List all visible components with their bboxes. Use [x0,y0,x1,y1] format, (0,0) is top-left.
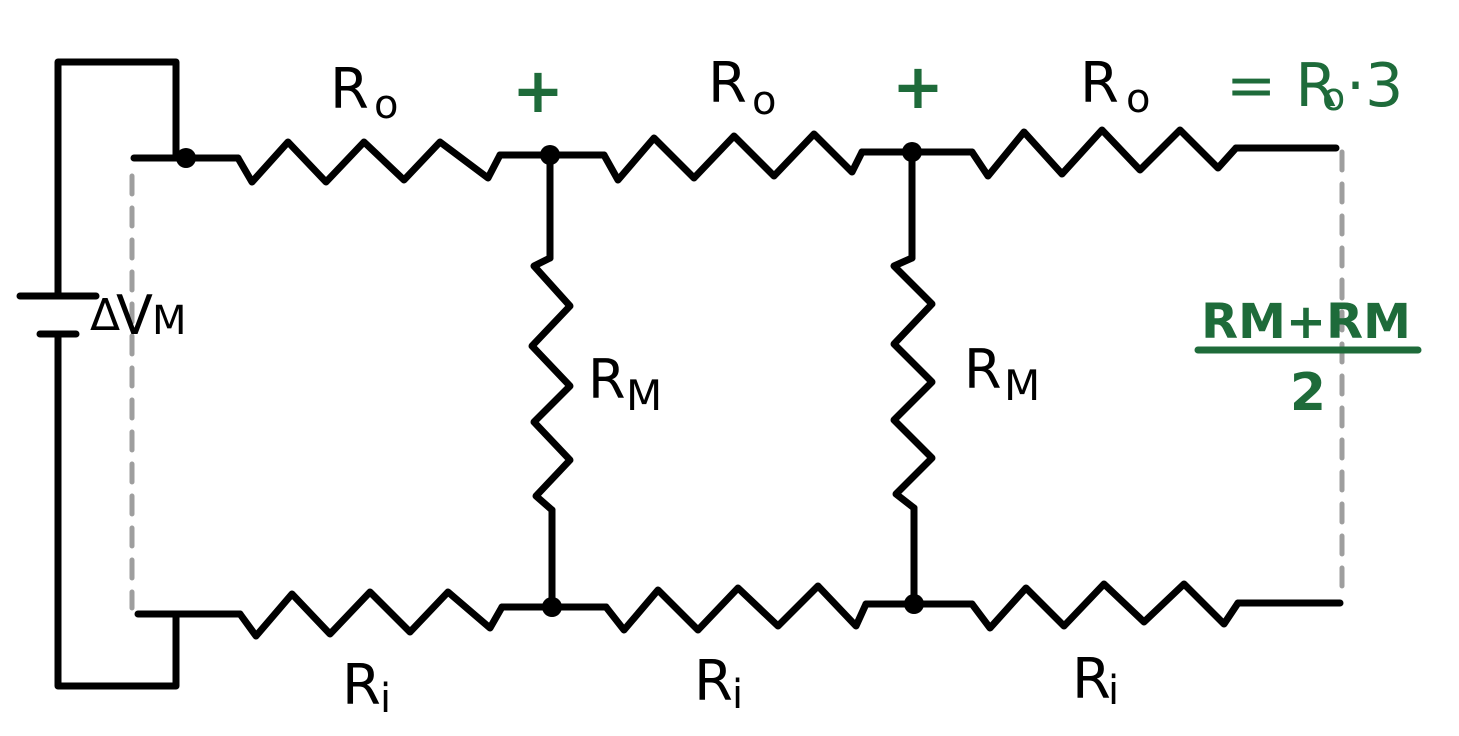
resistor-rm-2 [890,254,936,512]
svg-text:i: i [380,676,391,722]
label-ri-1: R i [342,653,391,722]
resistor-ri-3 [968,580,1242,632]
svg-text:R: R [694,649,733,714]
battery-label: Δ V M [90,284,187,347]
resistor-ro-1 [234,138,504,186]
svg-text:R: R [330,57,369,122]
label-ro-2: R o [708,51,776,124]
svg-text:R: R [708,51,747,116]
svg-text:o: o [374,82,398,128]
label-ro-1: R o [330,57,398,128]
svg-text:V: V [116,284,153,347]
node-top-left [176,148,196,168]
svg-text:R: R [588,348,626,411]
svg-text:M: M [152,298,187,344]
fraction-denominator: 2 [1290,363,1326,423]
svg-text:o: o [752,78,776,124]
svg-text:= R: = R [1226,51,1337,121]
node-top-2 [902,142,922,162]
resistor-rm-1 [528,254,574,514]
plus-annotation-2: + [892,50,944,123]
battery-loop [16,58,180,690]
label-ri-3: R i [1072,647,1119,714]
node-bottom-1 [542,597,562,617]
bottom-rail [134,599,1344,618]
svg-text:R: R [342,653,381,718]
equals-annotation: = R o ·3 [1226,51,1403,121]
svg-text:·3: ·3 [1346,51,1403,121]
node-bottom-2 [904,594,924,614]
fraction-numerator: RM+RM [1201,294,1411,350]
label-rm-1: R M [588,348,662,420]
membrane-branch-2 [890,148,936,608]
svg-text:R: R [1080,51,1119,116]
svg-text:i: i [732,672,743,718]
plus-annotation-1: + [512,54,564,127]
svg-text:M: M [626,371,662,420]
svg-text:R: R [1072,647,1111,712]
svg-text:R: R [964,338,1002,401]
svg-text:M: M [1004,361,1040,410]
resistor-ro-2 [600,130,866,184]
svg-text:o: o [1322,75,1345,119]
svg-text:i: i [1108,668,1119,714]
svg-text:Δ: Δ [90,290,120,341]
resistor-ri-2 [602,582,870,634]
fraction-annotation: RM+RM 2 [1194,294,1422,423]
svg-text:o: o [1126,76,1150,122]
node-top-1 [540,145,560,165]
membrane-branch-1 [528,151,574,611]
label-ro-3: R o [1080,51,1150,122]
resistor-ri-1 [236,588,506,640]
label-ri-2: R i [694,649,743,718]
label-rm-2: R M [964,338,1040,410]
resistor-ro-3 [968,126,1240,180]
